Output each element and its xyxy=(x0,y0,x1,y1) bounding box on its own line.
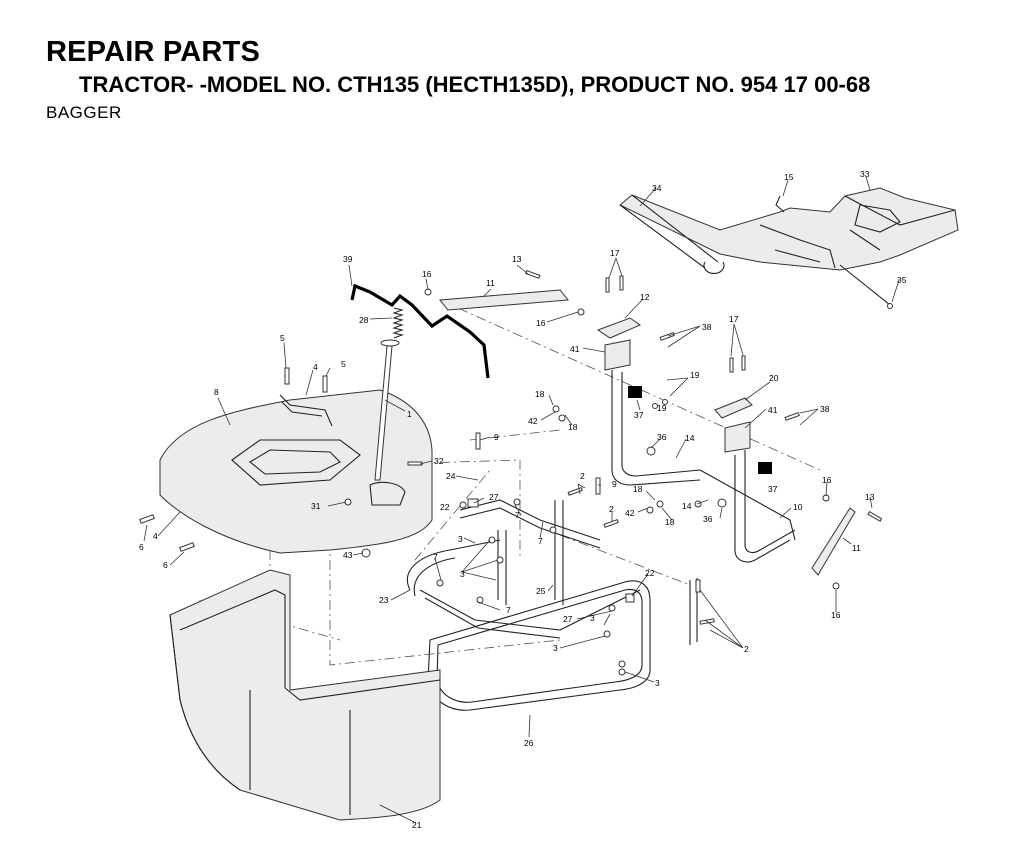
callout-5: 5 xyxy=(341,359,346,369)
frame-tubes xyxy=(407,499,641,639)
callout-16: 16 xyxy=(422,269,432,279)
wire-handle xyxy=(350,283,490,379)
callout-11: 11 xyxy=(852,543,861,553)
callout-34: 34 xyxy=(652,183,662,193)
callout-27: 27 xyxy=(563,614,573,624)
callout-41: 41 xyxy=(570,344,580,354)
callout-3: 3 xyxy=(460,569,465,579)
callout-9: 9 xyxy=(612,479,617,489)
callout-42: 42 xyxy=(528,416,538,426)
callout-6: 6 xyxy=(163,560,168,570)
callout-33: 33 xyxy=(860,169,870,179)
callout-14: 14 xyxy=(685,433,695,443)
callout-8: 8 xyxy=(214,387,219,397)
callout-22: 22 xyxy=(440,502,450,512)
side-bracket xyxy=(811,494,856,590)
model-subtitle: TRACTOR- -MODEL NO. CTH135 (HECTH135D), … xyxy=(79,72,871,97)
callout-24: 24 xyxy=(446,471,456,481)
callout-36: 36 xyxy=(657,432,667,442)
callout-16: 16 xyxy=(536,318,546,328)
callout-36: 36 xyxy=(703,514,713,524)
leader-lines xyxy=(143,176,900,824)
callout-23: 23 xyxy=(379,595,389,605)
callout-15: 15 xyxy=(784,172,794,182)
upper-bracket xyxy=(424,288,585,316)
callout-20: 20 xyxy=(769,373,779,383)
callout-2: 2 xyxy=(580,471,585,481)
callout-6: 6 xyxy=(139,542,144,552)
callout-11: 11 xyxy=(486,278,495,288)
callout-2: 2 xyxy=(744,644,749,654)
callout-14: 14 xyxy=(682,501,692,511)
callout-16: 16 xyxy=(831,610,841,620)
callout-3: 3 xyxy=(590,613,595,623)
callout-38: 38 xyxy=(702,322,712,332)
callout-22: 22 xyxy=(645,568,655,578)
section-title: BAGGER xyxy=(46,103,122,122)
callout-18: 18 xyxy=(568,422,578,432)
callout-1: 1 xyxy=(407,409,412,419)
callout-7: 7 xyxy=(433,552,438,562)
callout-18: 18 xyxy=(535,389,545,399)
callout-43: 43 xyxy=(343,550,353,560)
bag-handle xyxy=(279,367,333,427)
callout-37: 37 xyxy=(768,484,778,494)
callout-35: 35 xyxy=(897,275,907,285)
callout-42: 42 xyxy=(625,508,635,518)
callout-labels: 1 39 28 16 11 13 16 17 12 41 38 17 19 19… xyxy=(139,169,907,830)
callout-4: 4 xyxy=(153,531,158,541)
callout-39: 39 xyxy=(343,254,353,264)
callout-3: 3 xyxy=(553,643,558,653)
bag-cover xyxy=(159,389,433,554)
callout-12: 12 xyxy=(640,292,650,302)
grass-bag xyxy=(169,569,441,821)
callout-2: 2 xyxy=(609,504,614,514)
callout-17: 17 xyxy=(610,248,620,258)
callout-37: 37 xyxy=(634,410,644,420)
callout-18: 18 xyxy=(665,517,675,527)
callout-31: 31 xyxy=(311,501,321,511)
callout-13: 13 xyxy=(865,492,875,502)
page-title: REPAIR PARTS xyxy=(46,36,261,68)
chute-assembly xyxy=(619,187,959,309)
callout-7: 7 xyxy=(506,605,511,615)
callout-19: 19 xyxy=(657,403,667,413)
callout-17: 17 xyxy=(729,314,739,324)
callout-5: 5 xyxy=(280,333,285,343)
callout-41: 41 xyxy=(768,405,778,415)
callout-28: 28 xyxy=(359,315,369,325)
callout-18: 18 xyxy=(633,484,643,494)
callout-3: 3 xyxy=(458,534,463,544)
callout-21: 21 xyxy=(412,820,422,830)
callout-27: 27 xyxy=(489,492,499,502)
callout-9: 9 xyxy=(494,432,499,442)
callout-4: 4 xyxy=(313,362,318,372)
callout-13: 13 xyxy=(512,254,522,264)
callout-16: 16 xyxy=(822,475,832,485)
callout-32: 32 xyxy=(434,456,444,466)
callout-10: 10 xyxy=(793,502,803,512)
page-header: REPAIR PARTS TRACTOR- -MODEL NO. CTH135 … xyxy=(46,36,1006,123)
callout-26: 26 xyxy=(524,738,534,748)
callout-38: 38 xyxy=(820,404,830,414)
mount-brackets xyxy=(596,317,772,474)
callout-25: 25 xyxy=(536,586,546,596)
callout-19: 19 xyxy=(690,370,700,380)
callout-7: 7 xyxy=(515,510,520,520)
callout-3: 3 xyxy=(655,678,660,688)
callout-7: 7 xyxy=(538,536,543,546)
lift-arms xyxy=(611,370,796,563)
support-rod xyxy=(374,307,404,481)
